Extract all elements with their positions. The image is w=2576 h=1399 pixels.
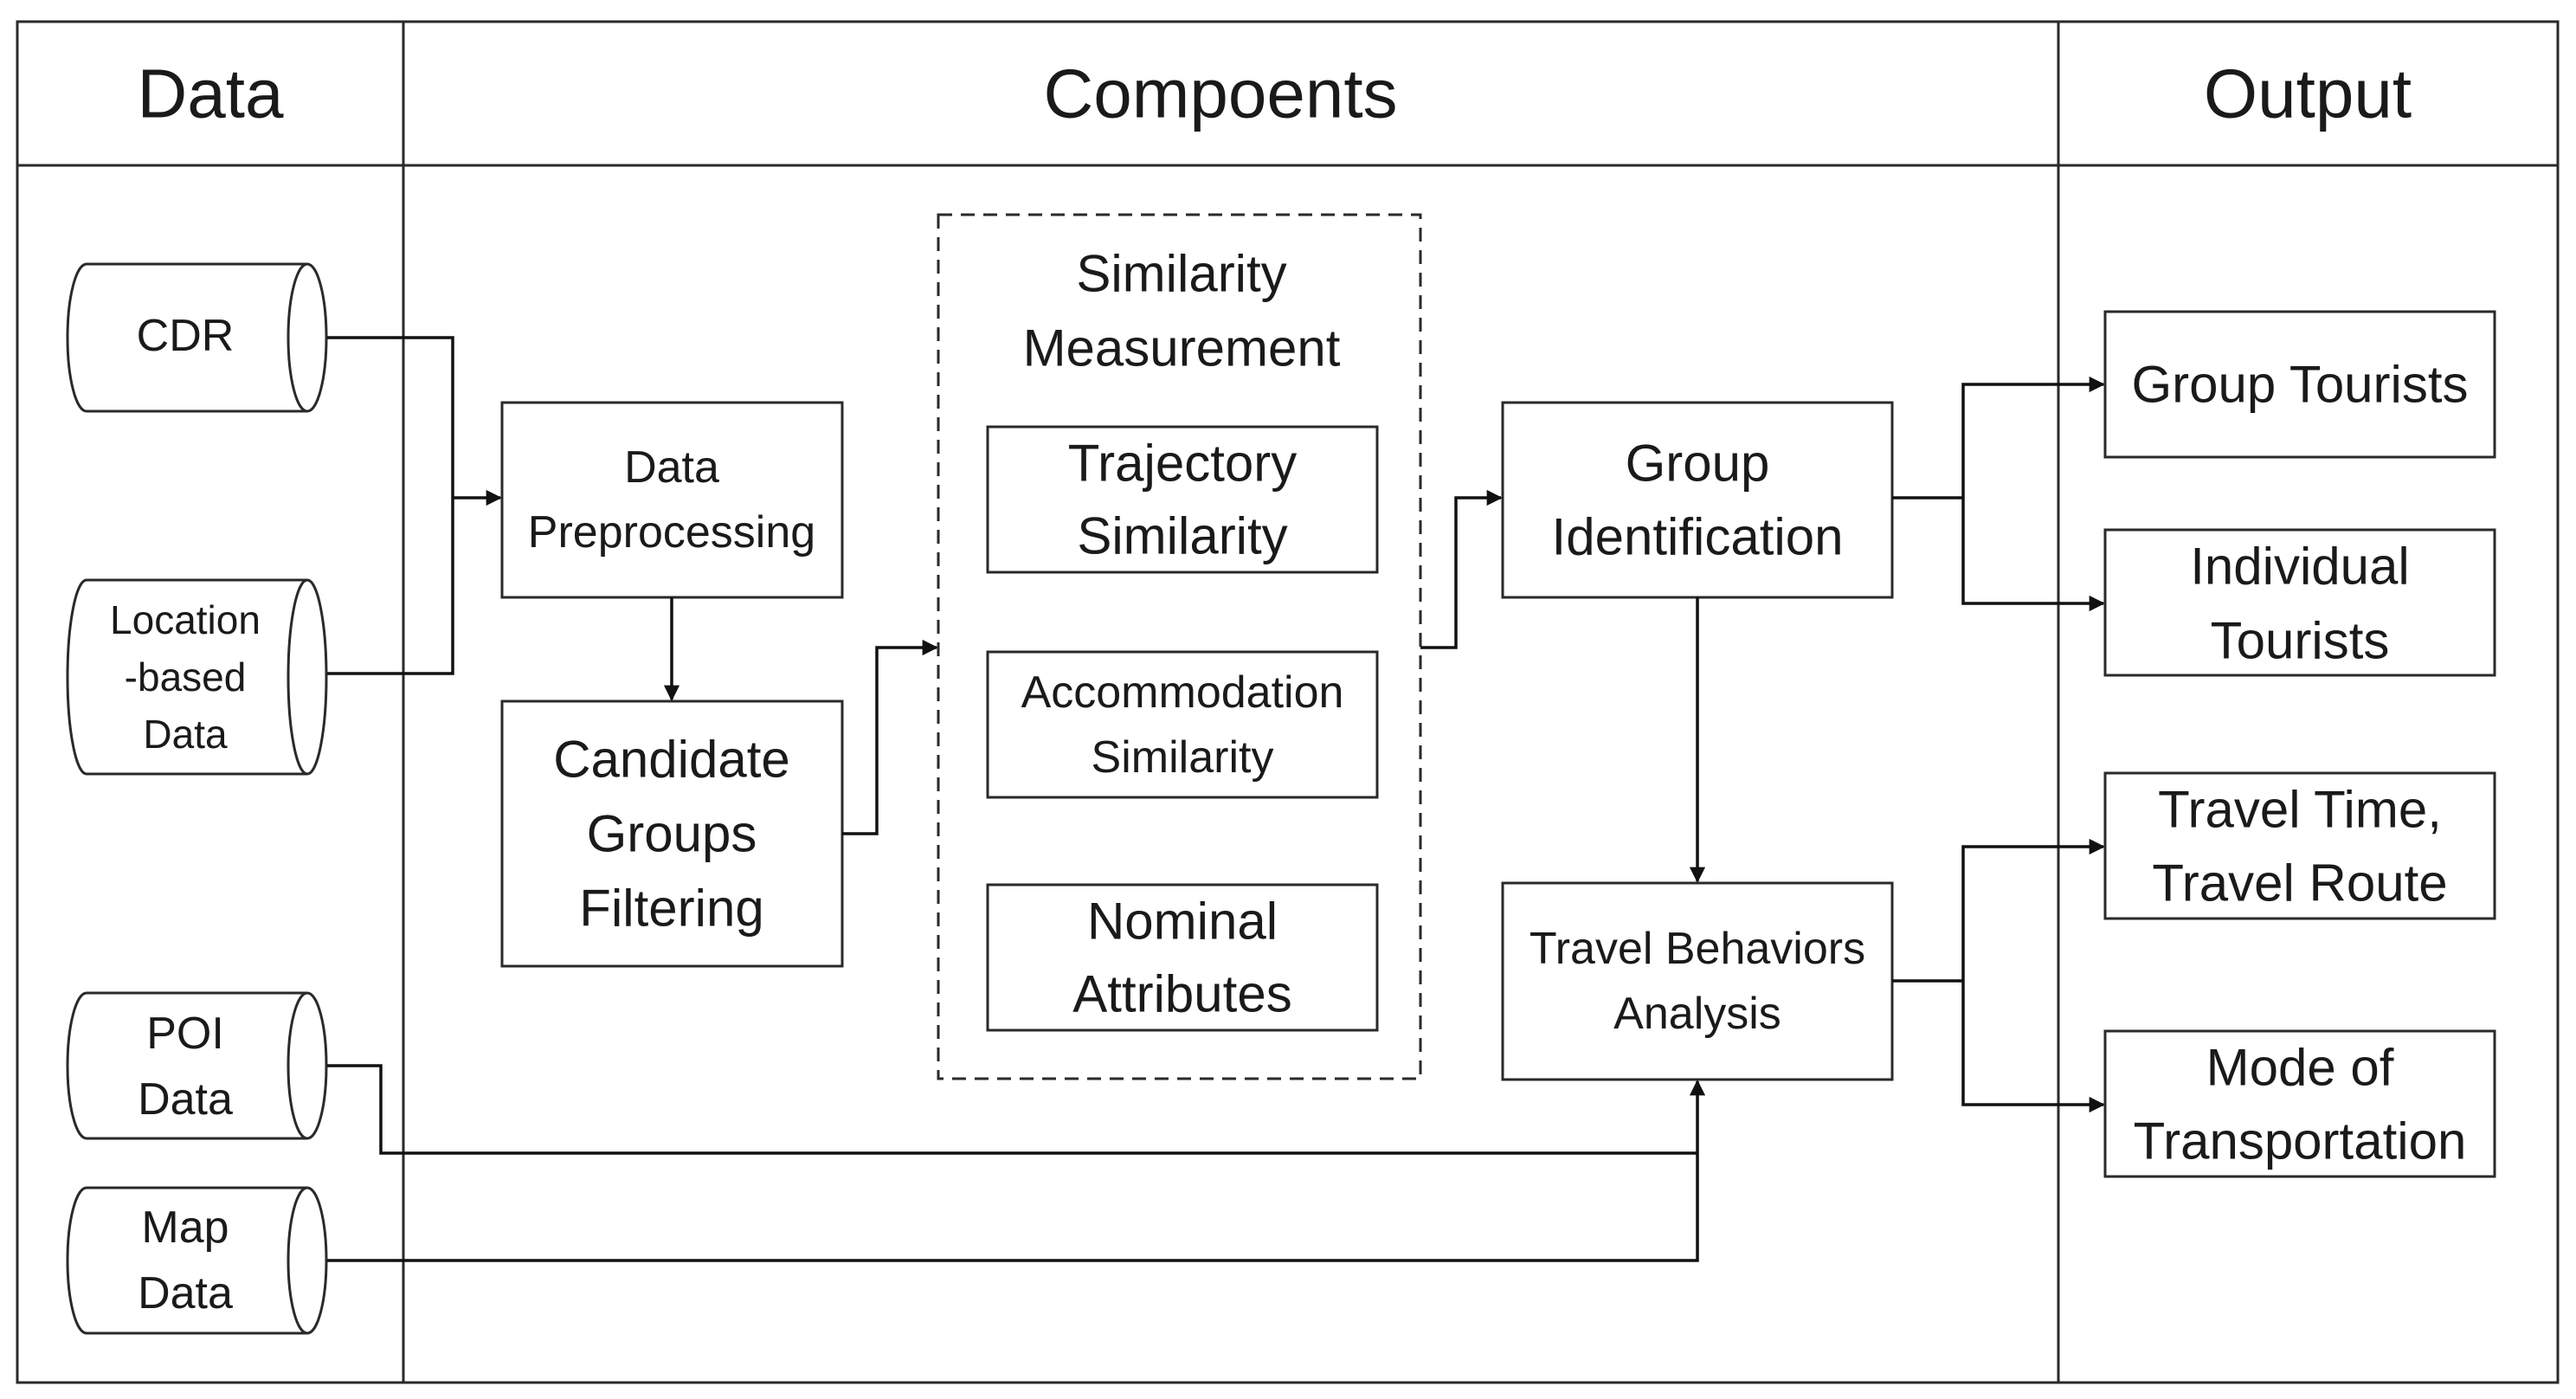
- accommodation-line2: Similarity: [1092, 732, 1274, 783]
- data-preprocessing-box: Data Preprocessing: [500, 401, 844, 599]
- location-based-label-line3: Data: [143, 712, 228, 757]
- group-tourists-label: Group Tourists: [2131, 356, 2468, 414]
- header-data: Data: [138, 55, 284, 132]
- cdr-label: CDR: [137, 311, 235, 361]
- map-connector: [327, 1153, 1699, 1262]
- to-mode-of-transportation-arrow: [1961, 981, 2105, 1113]
- connectors: [327, 336, 2105, 1262]
- travel-time-route-output: Travel Time, Travel Route: [2103, 771, 2496, 920]
- to-group-tourists-arrow: [1961, 376, 2105, 498]
- cdr-source: CDR: [66, 262, 328, 413]
- location-based-data-source: Location -based Data: [66, 578, 328, 776]
- header-components: Compoents: [1043, 55, 1397, 132]
- mode-of-transportation-line2: Transportation: [2134, 1112, 2467, 1170]
- to-travel-time-route-arrow: [1961, 838, 2105, 981]
- similarity-title-line2: Measurement: [1023, 319, 1341, 377]
- similarity-title-line1: Similarity: [1076, 245, 1286, 303]
- to-individual-tourists-arrow: [1961, 498, 2105, 612]
- travel-time-line2: Travel Route: [2152, 854, 2447, 912]
- travel-behaviors-line1: Travel Behaviors: [1530, 924, 1865, 974]
- candidate-groups-line3: Filtering: [579, 880, 763, 938]
- trajectory-similarity-box: Trajectory Similarity: [986, 425, 1379, 574]
- poi-data-source: POI Data: [66, 991, 328, 1140]
- travel-behaviors-line2: Analysis: [1613, 989, 1781, 1039]
- travel-time-line1: Travel Time,: [2158, 781, 2442, 839]
- individual-tourists-line1: Individual: [2190, 538, 2410, 596]
- travel-behaviors-analysis-box: Travel Behaviors Analysis: [1501, 881, 1894, 1081]
- map-label-line1: Map: [141, 1202, 229, 1253]
- group-identification-box: Group Identification: [1501, 401, 1894, 599]
- mode-of-transportation-output: Mode of Transportation: [2103, 1029, 2496, 1178]
- data-preprocessing-line2: Preprocessing: [528, 507, 815, 558]
- trajectory-line2: Similarity: [1077, 507, 1287, 565]
- candidate-groups-line1: Candidate: [553, 731, 790, 789]
- filtering-to-similarity-arrow: [842, 639, 938, 835]
- group-tourists-output: Group Tourists: [2103, 310, 2496, 459]
- nominal-line2: Attributes: [1072, 965, 1291, 1023]
- mode-of-transportation-line1: Mode of: [2206, 1039, 2394, 1097]
- individual-tourists-line2: Tourists: [2211, 612, 2390, 670]
- map-data-source: Map Data: [66, 1186, 328, 1335]
- nominal-attributes-box: Nominal Attributes: [986, 883, 1379, 1032]
- cdr-connector: [327, 336, 454, 675]
- candidate-groups-line2: Groups: [587, 805, 757, 863]
- poi-connector: [327, 1064, 1697, 1155]
- group-identification-line2: Identification: [1552, 508, 1844, 566]
- trajectory-line1: Trajectory: [1068, 435, 1298, 493]
- accommodation-similarity-box: Accommodation Similarity: [986, 650, 1379, 799]
- data-preprocessing-line1: Data: [624, 442, 719, 493]
- location-based-label-line2: -based: [125, 654, 247, 700]
- accommodation-line1: Accommodation: [1021, 667, 1344, 718]
- layout-frame: [16, 20, 2560, 1384]
- group-identification-line1: Group: [1626, 435, 1770, 493]
- candidate-groups-filtering-box: Candidate Groups Filtering: [500, 700, 844, 968]
- poi-label-line1: POI: [146, 1009, 224, 1059]
- header-output: Output: [2204, 55, 2412, 132]
- nominal-line1: Nominal: [1087, 893, 1278, 951]
- poi-label-line2: Data: [138, 1074, 233, 1125]
- location-based-label-line1: Location: [110, 597, 261, 642]
- similarity-to-group-identification-arrow: [1420, 489, 1503, 649]
- map-label-line2: Data: [138, 1268, 233, 1318]
- similarity-measurement-group: Similarity Measurement Trajectory Simila…: [937, 213, 1422, 1080]
- individual-tourists-output: Individual Tourists: [2103, 528, 2496, 677]
